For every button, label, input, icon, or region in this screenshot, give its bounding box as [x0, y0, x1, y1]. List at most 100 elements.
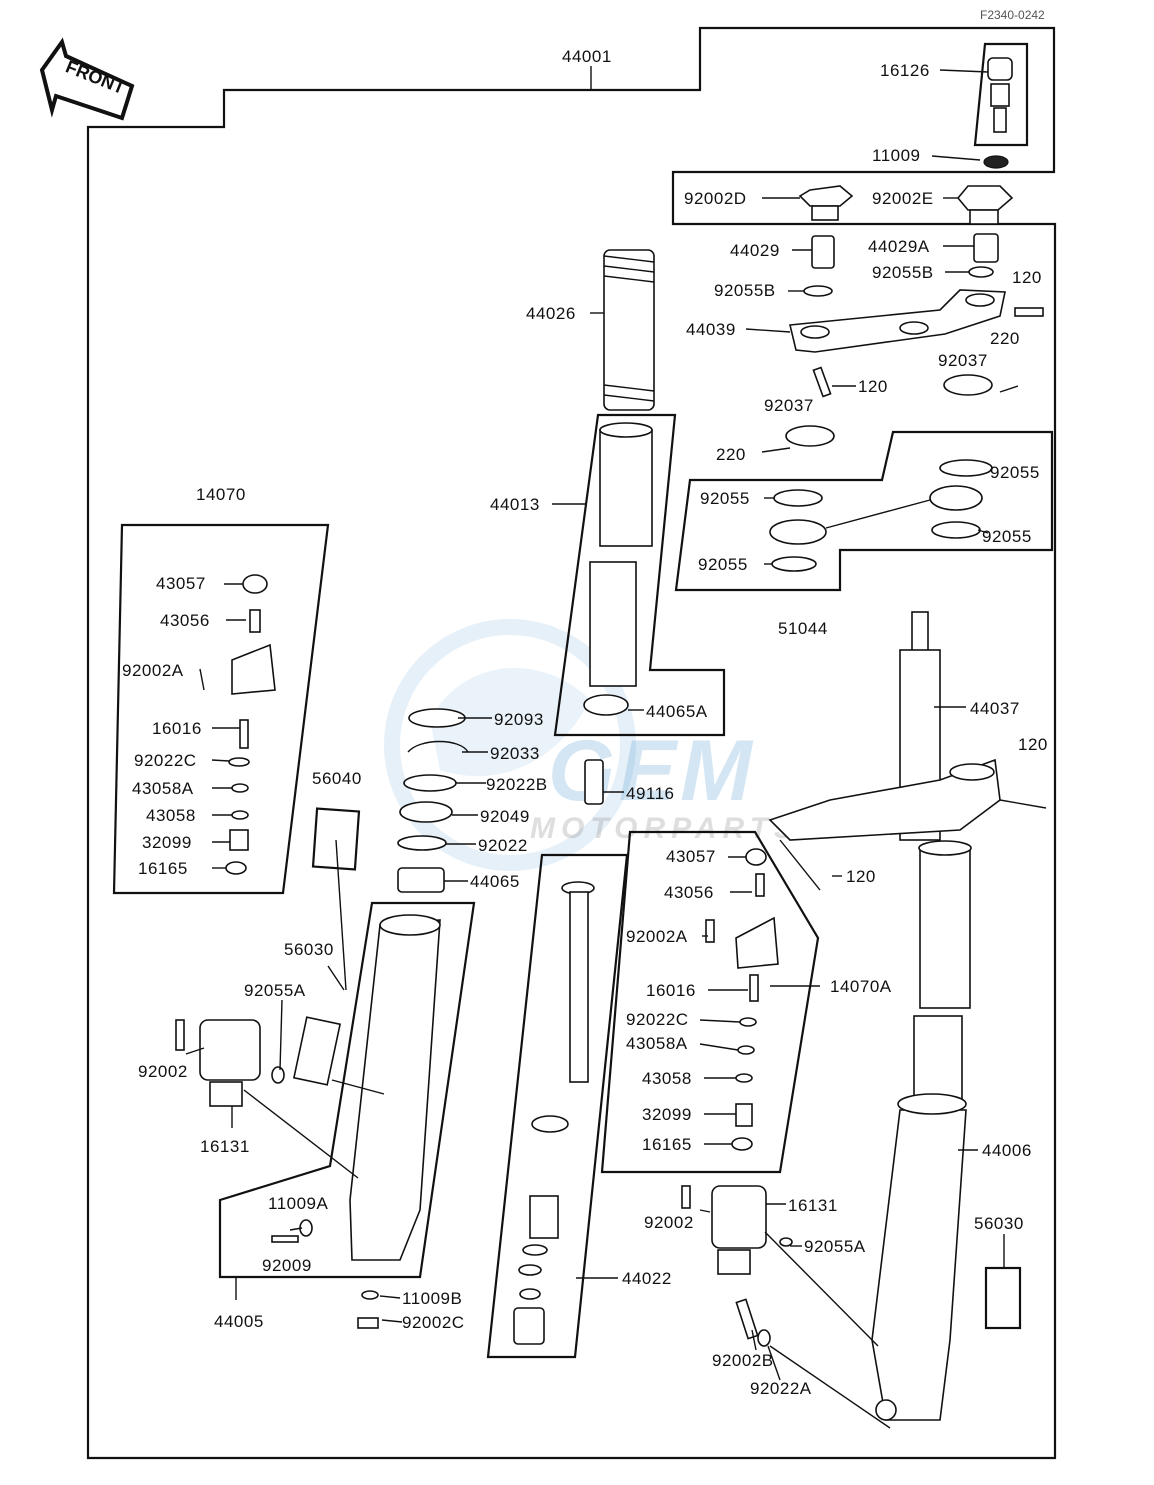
steering-stem-44037 — [768, 611, 1047, 891]
label-92002A-right: 92002A — [626, 927, 688, 946]
bracket-14070A-parts — [705, 848, 779, 1151]
label-92037-right: 92037 — [938, 351, 988, 370]
box-51044 — [674, 430, 1054, 592]
label-51044: 51044 — [778, 619, 828, 638]
label-92002E: 92002E — [872, 189, 934, 208]
spring-44026 — [603, 249, 655, 411]
box-56030 — [984, 1266, 1022, 1330]
part-labels: 44001 16126 11009 92002D 92002E 44029 44… — [122, 47, 1048, 1398]
label-44039: 44039 — [686, 320, 736, 339]
label-92055A-left: 92055A — [244, 981, 306, 1000]
label-92022A: 92022A — [750, 1379, 812, 1398]
label-92055-1: 92055 — [990, 463, 1040, 482]
outer-tube-44005 — [175, 914, 441, 1329]
cap-bolts — [798, 185, 1014, 297]
label-92002C: 92002C — [402, 1313, 465, 1332]
label-43058-right: 43058 — [642, 1069, 692, 1088]
box-56040 — [311, 807, 361, 871]
label-220-left: 220 — [716, 445, 746, 464]
label-44029: 44029 — [730, 241, 780, 260]
watermark-sub: MOTORPARTS — [530, 812, 800, 845]
label-11009A: 11009A — [268, 1194, 329, 1213]
label-92055B-right: 92055B — [872, 263, 934, 282]
label-56030-right: 56030 — [974, 1214, 1024, 1233]
label-92033: 92033 — [490, 744, 540, 763]
label-120-bottom: 120 — [846, 867, 876, 886]
inner-tube-44013 — [583, 422, 653, 716]
label-49116: 49116 — [626, 784, 675, 803]
label-44022: 44022 — [622, 1269, 672, 1288]
label-92055-4: 92055 — [698, 555, 748, 574]
label-92002A-left: 92002A — [122, 661, 184, 680]
label-220-right: 220 — [990, 329, 1020, 348]
label-92055-3: 92055 — [982, 527, 1032, 546]
seal-stack — [397, 708, 604, 893]
label-92002-left: 92002 — [138, 1062, 188, 1081]
label-44026: 44026 — [526, 304, 576, 323]
label-44065A: 44065A — [646, 702, 708, 721]
label-43057-left: 43057 — [156, 574, 206, 593]
label-43057-right: 43057 — [666, 847, 716, 866]
label-44029A: 44029A — [868, 237, 930, 256]
label-44001: 44001 — [562, 47, 612, 66]
label-92022C-left: 92022C — [134, 751, 197, 770]
label-43056-left: 43056 — [160, 611, 210, 630]
label-92055B-left: 92055B — [714, 281, 776, 300]
label-120-stem: 120 — [1018, 735, 1048, 754]
label-44065: 44065 — [470, 872, 520, 891]
label-92093: 92093 — [494, 710, 544, 729]
label-14070A: 14070A — [830, 977, 892, 996]
gem-watermark: GEM MOTORPARTS — [384, 619, 800, 871]
label-92002D: 92002D — [684, 189, 747, 208]
label-92049: 92049 — [480, 807, 530, 826]
box-16126 — [973, 42, 1029, 147]
damper-rod-44022 — [513, 881, 595, 1345]
box-44022 — [486, 853, 629, 1359]
label-43058A-right: 43058A — [626, 1034, 688, 1053]
label-16016-right: 16016 — [646, 981, 696, 1000]
label-16131-right: 16131 — [788, 1196, 838, 1215]
label-11009B: 11009B — [402, 1289, 462, 1308]
reference-code: F2340-0242 — [980, 8, 1045, 22]
label-92022: 92022 — [478, 836, 528, 855]
label-92022B: 92022B — [486, 775, 548, 794]
label-92055A-right: 92055A — [804, 1237, 866, 1256]
front-direction-arrow: FRONT — [39, 37, 135, 121]
bearings-51044 — [769, 459, 993, 572]
label-16126: 16126 — [880, 61, 930, 80]
label-16016-left: 16016 — [152, 719, 202, 738]
box-44013 — [553, 413, 726, 737]
label-43058-left: 43058 — [146, 806, 196, 825]
label-56030-left: 56030 — [284, 940, 334, 959]
label-44005: 44005 — [214, 1312, 264, 1331]
leader-lines — [185, 69, 1005, 1381]
label-120-middle: 120 — [858, 377, 888, 396]
upper-bracket-44039 — [761, 289, 1044, 453]
label-56040: 56040 — [312, 769, 362, 788]
watermark-brand: GEM — [548, 723, 756, 819]
label-43056-right: 43056 — [664, 883, 714, 902]
label-32099-left: 32099 — [142, 833, 192, 852]
label-43058A-left: 43058A — [132, 779, 194, 798]
box-44005 — [218, 901, 476, 1279]
label-92022C-right: 92022C — [626, 1010, 689, 1029]
label-32099-right: 32099 — [642, 1105, 692, 1124]
label-16165-right: 16165 — [642, 1135, 692, 1154]
label-44037: 44037 — [970, 699, 1020, 718]
label-11009: 11009 — [872, 146, 921, 165]
label-120-top: 120 — [1012, 268, 1042, 287]
label-44006: 44006 — [982, 1141, 1032, 1160]
label-14070: 14070 — [196, 485, 246, 504]
box-14070 — [112, 523, 330, 895]
label-16131-left: 16131 — [200, 1137, 250, 1156]
label-44013: 44013 — [490, 495, 540, 514]
cap-16126 — [983, 57, 1013, 169]
assembly-outline-44001 — [86, 26, 1057, 1460]
label-92002B: 92002B — [712, 1351, 774, 1370]
label-92009: 92009 — [262, 1256, 312, 1275]
label-92055-2: 92055 — [700, 489, 750, 508]
label-92002-right: 92002 — [644, 1213, 694, 1232]
label-16165-left: 16165 — [138, 859, 188, 878]
box-14070A — [600, 830, 820, 1174]
